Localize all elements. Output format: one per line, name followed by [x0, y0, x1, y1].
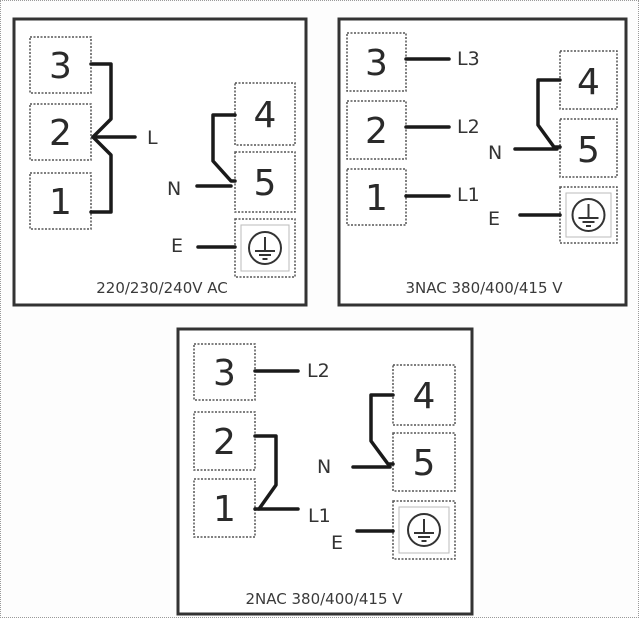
- label-l1: L1: [308, 505, 331, 527]
- label-l: L: [147, 127, 158, 149]
- terminal-5-number: 5: [413, 443, 436, 484]
- panel-two-phase: 3 2 1 4 5 L2 L1 N E: [176, 327, 474, 616]
- panel-single-phase: 3 2 1 4 5 L N E 220/230: [12, 17, 308, 307]
- terminal-1: 1: [29, 172, 92, 230]
- terminal-3: 3: [193, 343, 256, 401]
- caption-three-phase: 3NAC 380/400/415 V: [405, 279, 563, 297]
- earth-terminal: [392, 500, 456, 560]
- label-l1: L1: [457, 184, 480, 206]
- terminal-2: 2: [29, 103, 92, 161]
- terminal-1: 1: [193, 478, 256, 538]
- label-e: E: [171, 235, 183, 257]
- terminal-2: 2: [346, 100, 407, 160]
- terminal-3-number: 3: [213, 353, 236, 394]
- terminal-2: 2: [193, 411, 256, 471]
- terminal-4: 4: [392, 364, 456, 426]
- label-l3: L3: [457, 48, 480, 70]
- label-n: N: [167, 178, 181, 200]
- terminal-4: 4: [234, 82, 296, 146]
- terminal-4-number: 4: [254, 95, 277, 136]
- terminal-5: 5: [392, 432, 456, 492]
- terminal-1-number: 1: [213, 489, 236, 530]
- terminal-5-number: 5: [577, 130, 600, 171]
- label-l2: L2: [457, 116, 480, 138]
- wire-n-bridge: [211, 113, 237, 183]
- terminal-3: 3: [29, 36, 92, 94]
- caption-two-phase: 2NAC 380/400/415 V: [245, 590, 403, 608]
- earth-terminal: [234, 218, 296, 278]
- terminal-5: 5: [234, 151, 296, 213]
- caption-single-phase: 220/230/240V AC: [96, 279, 228, 297]
- terminal-2-number: 2: [49, 113, 72, 154]
- label-n: N: [317, 456, 331, 478]
- terminal-4-number: 4: [413, 376, 436, 417]
- terminal-2-number: 2: [213, 422, 236, 463]
- wire-n-bridge: [536, 78, 562, 149]
- terminal-4: 4: [559, 50, 618, 110]
- terminal-3: 3: [346, 32, 407, 92]
- terminal-1-number: 1: [49, 182, 72, 223]
- terminal-1-number: 1: [365, 178, 388, 219]
- terminal-3-number: 3: [49, 46, 72, 87]
- terminal-3-number: 3: [365, 43, 388, 84]
- terminal-1: 1: [346, 168, 407, 226]
- label-e: E: [331, 532, 343, 554]
- terminal-4-number: 4: [577, 62, 600, 103]
- earth-terminal: [559, 186, 618, 244]
- terminal-5-number: 5: [254, 163, 277, 204]
- label-e: E: [488, 208, 500, 230]
- label-n: N: [488, 142, 502, 164]
- label-l2: L2: [307, 360, 330, 382]
- terminal-2-number: 2: [365, 111, 388, 152]
- panel-three-phase: 3 2 1 4 5 L3 L2 L1 N: [337, 17, 628, 307]
- wire-n-bridge: [369, 393, 395, 466]
- terminal-5: 5: [559, 118, 618, 178]
